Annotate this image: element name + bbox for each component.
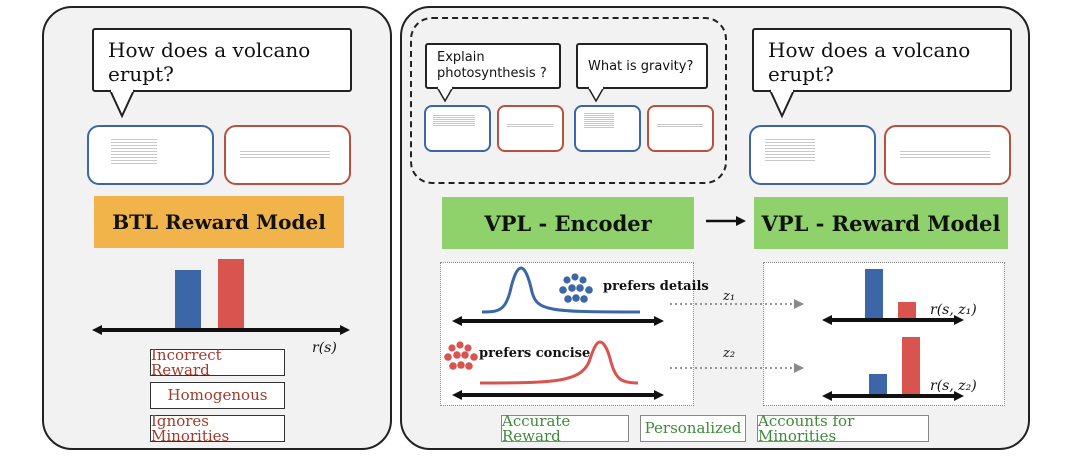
vpl-encoder-box: VPL - Encoder	[442, 197, 694, 249]
group-1-label: prefers details	[603, 279, 709, 294]
right-question-bubble: How does a volcano erupt?	[752, 28, 1012, 92]
tag-ignores-minorities: Ignores Minorities	[150, 413, 285, 443]
dist-curve-red	[479, 340, 639, 385]
context-bubble-tail-2	[587, 86, 605, 103]
left-bar-red	[218, 259, 244, 330]
crowd-icon-red	[444, 341, 478, 370]
left-bar-blue	[175, 270, 201, 330]
right-question-text: How does a volcano erupt?	[768, 38, 971, 87]
btl-reward-model-box: BTL Reward Model	[94, 196, 344, 248]
context-question-bubble-1: Explain photosynthesis ?	[425, 43, 561, 89]
dist-curve-blue	[481, 266, 641, 314]
context-card-blue-2	[574, 105, 641, 152]
reward-1-bar-blue	[865, 269, 883, 320]
context-question-text-2: What is gravity?	[588, 59, 694, 74]
right-bubble-tail	[769, 89, 795, 119]
right-response-card-blue	[749, 125, 876, 185]
reward-1-bar-red	[898, 302, 916, 320]
tag-incorrect-reward: Incorrect Reward	[150, 347, 285, 377]
vpl-reward-model-box: VPL - Reward Model	[754, 197, 1008, 249]
tag-accurate-reward: Accurate Reward	[501, 413, 629, 443]
reward-2-label: r(s, z₂)	[930, 378, 977, 394]
left-response-card-blue	[87, 125, 214, 185]
context-question-bubble-2: What is gravity?	[576, 43, 708, 89]
reward-2-bar-red	[902, 337, 920, 396]
reward-1-label: r(s, z₁)	[930, 302, 977, 318]
context-card-blue-1	[424, 105, 491, 152]
context-card-red-1	[497, 105, 564, 152]
right-response-card-red	[884, 125, 1011, 185]
latent-2-label: z₂	[723, 346, 736, 361]
latent-1-label: z₁	[723, 289, 736, 304]
tag-accounts-for-minorities: Accounts for Minorities	[757, 413, 929, 443]
btl-reward-model-label: BTL Reward Model	[112, 210, 326, 234]
left-axis-label: r(s)	[312, 340, 337, 356]
crowd-icon-blue	[559, 273, 593, 303]
context-card-red-2	[647, 105, 714, 152]
context-group-box	[410, 17, 727, 184]
vpl-reward-model-label: VPL - Reward Model	[761, 210, 1001, 236]
group-2-label: prefers concise	[479, 346, 591, 361]
left-question-text: How does a volcano erupt?	[108, 38, 311, 87]
reward-2-bar-blue	[869, 374, 887, 396]
vpl-encoder-label: VPL - Encoder	[484, 210, 652, 236]
context-bubble-tail-1	[436, 86, 454, 103]
tag-homogenous: Homogenous	[150, 382, 285, 409]
tag-personalized: Personalized	[640, 415, 746, 442]
left-response-card-red	[224, 125, 351, 185]
left-bubble-tail	[109, 89, 135, 119]
left-question-bubble: How does a volcano erupt?	[92, 28, 352, 92]
context-question-text-1: Explain photosynthesis ?	[437, 50, 547, 81]
